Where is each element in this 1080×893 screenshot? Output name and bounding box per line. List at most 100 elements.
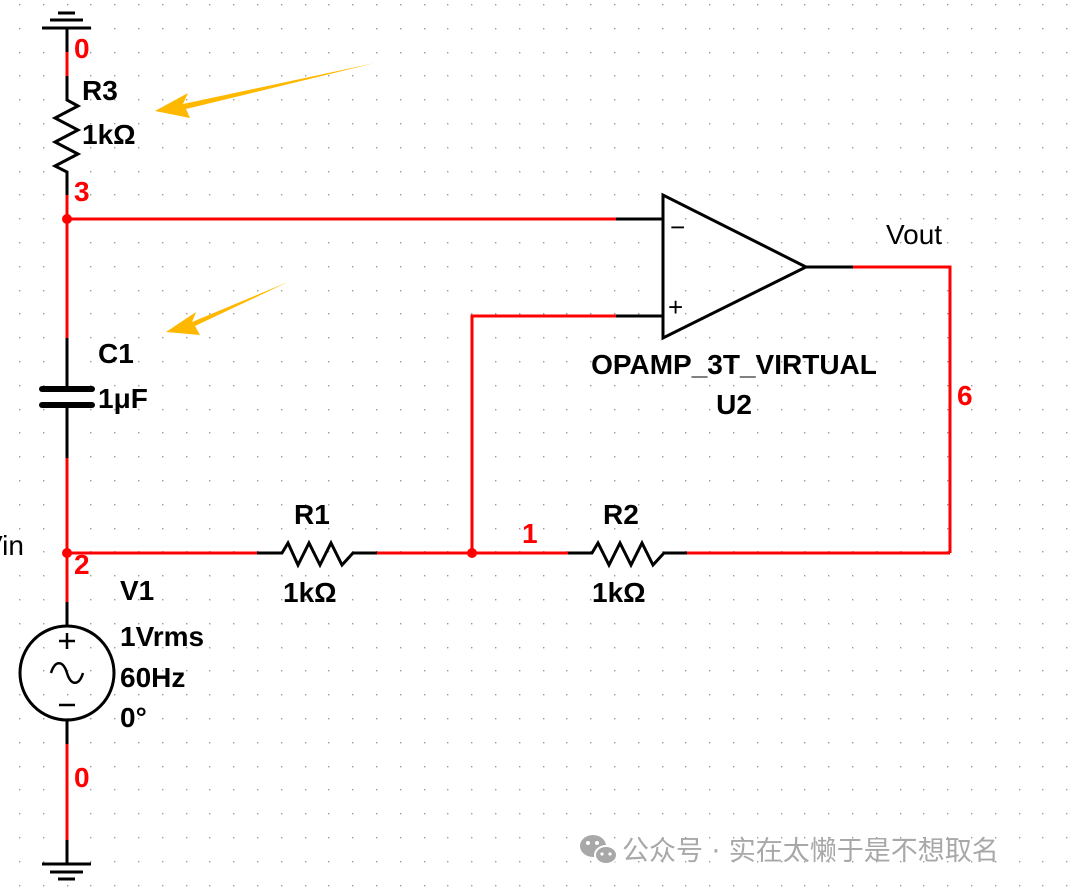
- opamp-u2[interactable]: [616, 192, 853, 341]
- grid-dot: [638, 123, 640, 125]
- grid-dot: [162, 861, 164, 863]
- grid-dot: [590, 432, 592, 434]
- grid-dot: [590, 337, 592, 339]
- grid-dot: [281, 52, 283, 54]
- grid-dot: [876, 99, 878, 101]
- grid-dot: [376, 75, 378, 77]
- grid-dot: [923, 885, 925, 887]
- grid-dot: [400, 171, 402, 173]
- grid-dot: [1042, 528, 1044, 530]
- grid-dot: [733, 789, 735, 791]
- grid-dot: [709, 147, 711, 149]
- grid-dot: [566, 528, 568, 530]
- grid-dot: [1066, 432, 1068, 434]
- grid-dot: [281, 385, 283, 387]
- grid-dot: [1066, 599, 1068, 601]
- annotation-arrow-r3: [155, 63, 375, 118]
- grid-dot: [424, 599, 426, 601]
- grid-dot: [852, 861, 854, 863]
- grid-dot: [781, 4, 783, 6]
- grid-dot: [1066, 670, 1068, 672]
- grid-dot: [804, 456, 806, 458]
- grid-dot: [19, 599, 21, 601]
- grid-dot: [352, 52, 354, 54]
- resistor-r1[interactable]: [257, 539, 377, 569]
- grid-dot: [305, 456, 307, 458]
- grid-dot: [352, 766, 354, 768]
- grid-dot: [614, 337, 616, 339]
- grid-dot: [424, 242, 426, 244]
- grid-dot: [281, 4, 283, 6]
- grid-dot: [1019, 766, 1021, 768]
- v1-frequency-label: 60Hz: [120, 662, 185, 693]
- grid-dot: [138, 409, 140, 411]
- grid-dot: [876, 290, 878, 292]
- grid-dot: [543, 242, 545, 244]
- grid-dot: [257, 242, 259, 244]
- grid-dot: [876, 599, 878, 601]
- grid-dot: [781, 52, 783, 54]
- grid-dot: [424, 718, 426, 720]
- grid-dot: [614, 528, 616, 530]
- grid-dot: [900, 861, 902, 863]
- resistor-r3[interactable]: [51, 76, 82, 195]
- grid-dot: [424, 575, 426, 577]
- grid-dot: [685, 4, 687, 6]
- grid-dot: [352, 623, 354, 625]
- grid-dot: [828, 885, 830, 887]
- grid-dot: [376, 337, 378, 339]
- grid-dot: [900, 504, 902, 506]
- grid-dot: [971, 52, 973, 54]
- grid-dot: [709, 4, 711, 6]
- grid-dot: [757, 670, 759, 672]
- grid-dot: [614, 718, 616, 720]
- capacitor-c1[interactable]: [39, 338, 95, 458]
- grid-dot: [685, 456, 687, 458]
- grid-dot: [733, 147, 735, 149]
- grid-dot: [566, 99, 568, 101]
- grid-dot: [186, 599, 188, 601]
- grid-dot: [233, 742, 235, 744]
- grid-dot: [543, 885, 545, 887]
- grid-dot: [352, 670, 354, 672]
- grid-dot: [543, 718, 545, 720]
- grid-dot: [19, 75, 21, 77]
- grid-dot: [305, 623, 307, 625]
- grid-dot: [757, 385, 759, 387]
- grid-dot: [1042, 694, 1044, 696]
- grid-dot: [781, 337, 783, 339]
- grid-dot: [90, 813, 92, 815]
- grid-dot: [614, 123, 616, 125]
- ac-source-v1[interactable]: [18, 602, 116, 744]
- grid-dot: [138, 528, 140, 530]
- grid-dot: [281, 313, 283, 315]
- grid-dot: [257, 813, 259, 815]
- grid-dot: [305, 528, 307, 530]
- grid-dot: [233, 623, 235, 625]
- grid-dot: [328, 290, 330, 292]
- grid-dot: [971, 75, 973, 77]
- grid-dot: [709, 266, 711, 268]
- grid-dots: [19, 4, 1068, 887]
- resistor-r2[interactable]: [568, 539, 687, 569]
- grid-dot: [209, 266, 211, 268]
- grid-dot: [638, 456, 640, 458]
- grid-dot: [471, 575, 473, 577]
- grid-dot: [804, 432, 806, 434]
- grid-dot: [781, 647, 783, 649]
- grid-dot: [781, 456, 783, 458]
- grid-dot: [162, 290, 164, 292]
- grid-dot: [995, 4, 997, 6]
- grid-dot: [186, 528, 188, 530]
- grid-dot: [447, 766, 449, 768]
- grid-dot: [1019, 504, 1021, 506]
- grid-dot: [90, 147, 92, 149]
- grid-dot: [447, 647, 449, 649]
- grid-dot: [281, 242, 283, 244]
- grid-dot: [186, 266, 188, 268]
- grid-dot: [709, 861, 711, 863]
- grid-dot: [352, 361, 354, 363]
- grid-dot: [162, 837, 164, 839]
- grid-dot: [90, 885, 92, 887]
- grid-dot: [447, 385, 449, 387]
